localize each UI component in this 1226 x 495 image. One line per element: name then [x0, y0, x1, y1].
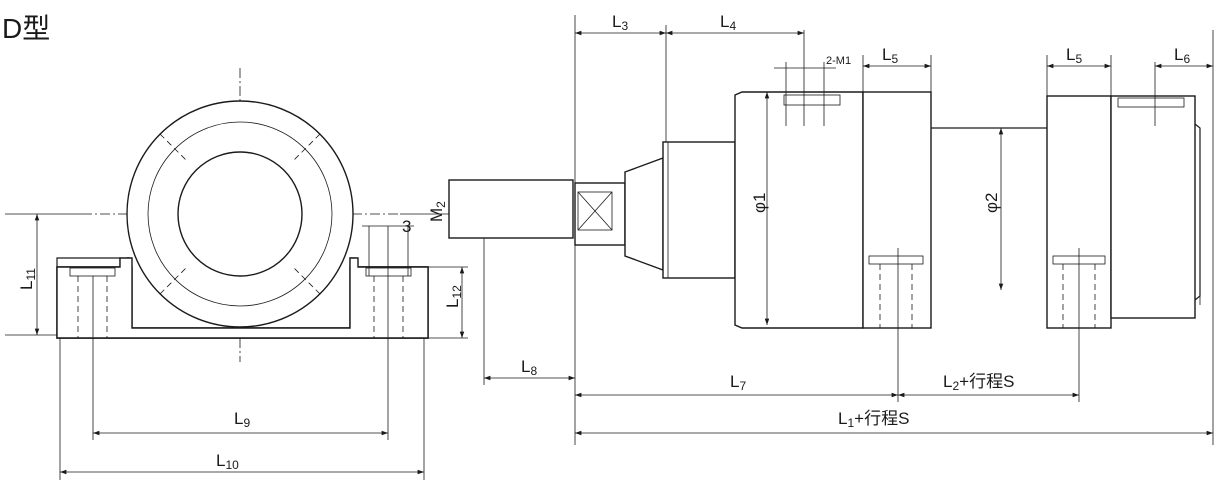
top-slot-1: [783, 94, 841, 106]
neck: [662, 141, 736, 279]
m3-label: 3: [402, 217, 411, 236]
l4-label: L4: [720, 12, 736, 33]
bore: [177, 151, 303, 277]
l10-label: L10: [216, 451, 239, 472]
top-slot-2: [1117, 97, 1185, 108]
m2-label: M2: [427, 201, 448, 222]
front-view-dimensions: L11 L12 3 L9 L10: [5, 214, 468, 480]
l8-label: L8: [521, 357, 537, 378]
side-view: M2 2-M1: [427, 30, 1201, 402]
phi1-label: φ1: [750, 193, 769, 213]
rod-end: [448, 179, 574, 239]
taper: [624, 156, 664, 272]
l9-label: L9: [234, 409, 250, 430]
l12-label: L12: [443, 285, 464, 308]
phi2-label: φ2: [982, 193, 1001, 213]
l2-label: L2+行程S: [943, 372, 1014, 393]
l7-label: L7: [730, 372, 746, 393]
end-cap: [1110, 95, 1196, 319]
l5-label-2: L5: [1066, 45, 1082, 66]
drawing-title: D型: [2, 13, 50, 44]
l11-label: L11: [17, 268, 38, 290]
wrench-flat: [574, 182, 626, 246]
l5-label-1: L5: [882, 45, 898, 66]
l3-label: L3: [612, 12, 628, 33]
l1-label: L1+行程S: [838, 409, 909, 430]
middle-ring: [147, 121, 333, 307]
front-view: [5, 68, 450, 362]
m1-label: 2-M1: [826, 55, 851, 67]
side-view-dimensions: L3 L4 L5 L5 L6 L8 L7: [484, 12, 1214, 445]
mount-block-1: [862, 91, 932, 329]
l6-label: L6: [1174, 45, 1190, 66]
